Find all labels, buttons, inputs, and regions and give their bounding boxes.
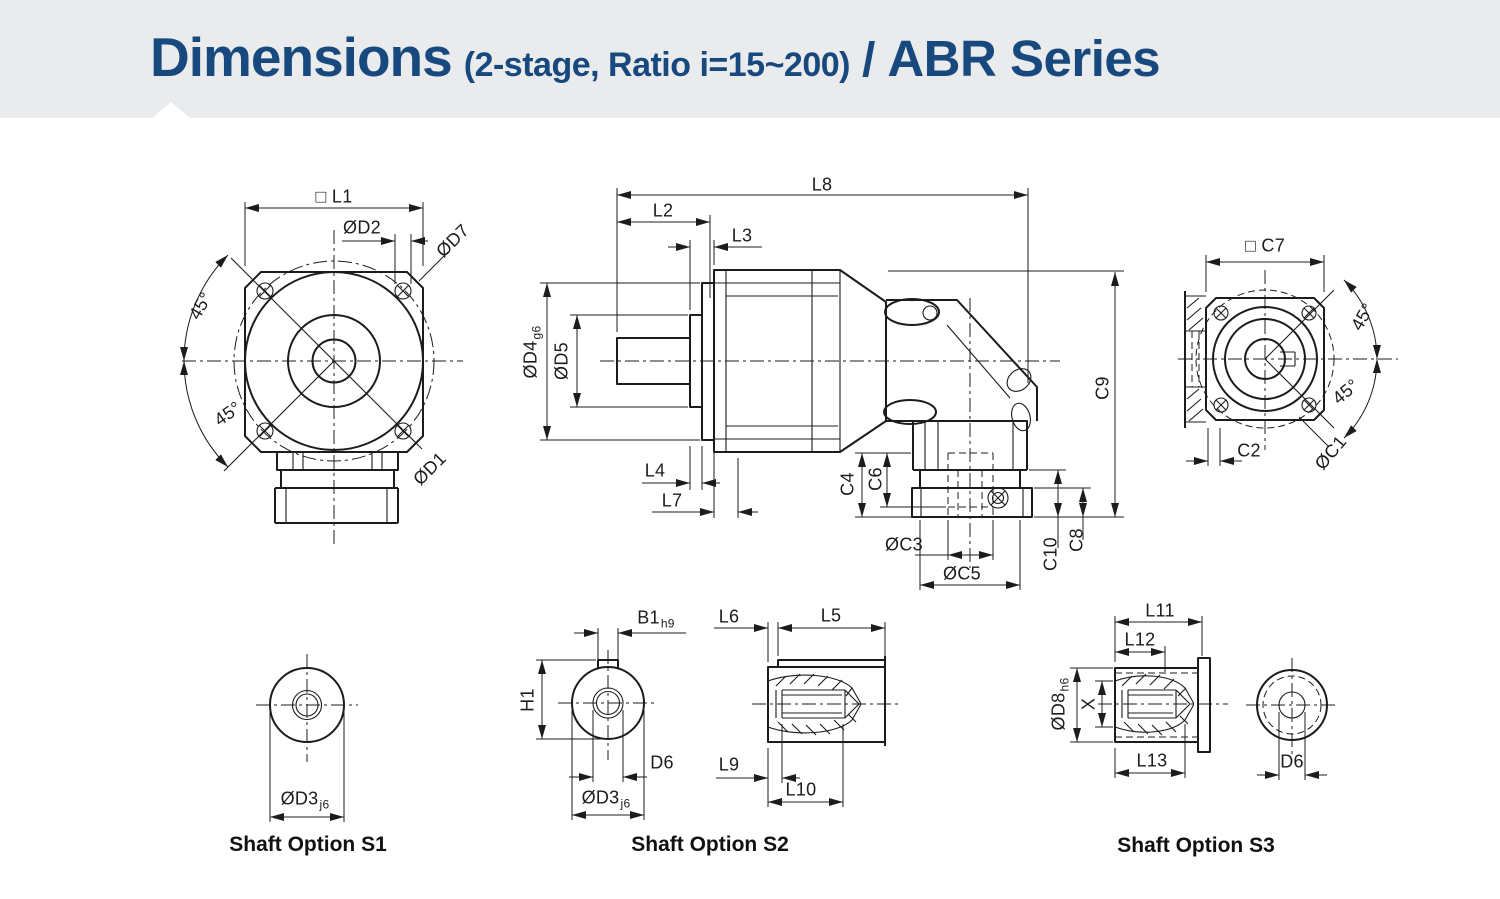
header-band: [0, 0, 1500, 118]
dim-l13: L13: [1136, 750, 1168, 771]
dim-l9: L9: [718, 754, 740, 775]
s3-end-dimensions: [1257, 712, 1327, 780]
rear-bolt-holes: [1213, 305, 1317, 413]
header-notch: [152, 102, 190, 118]
rear-dimensions: [1186, 255, 1381, 466]
caption-shaft-option-s3: Shaft Option S3: [1117, 834, 1275, 857]
dim-d4-sub: g6: [529, 325, 544, 340]
dim-d6-s3: D6: [1280, 751, 1304, 772]
dim-d3-s1-sub: j6: [319, 797, 330, 812]
s2-front-dimensions: [536, 628, 686, 820]
shaft-s2-front-drawing: [536, 628, 686, 820]
dim-d3-s1-main: ØD3: [280, 788, 319, 809]
page-title: Dimensions (2-stage, Ratio i=15~200) / A…: [150, 0, 1161, 118]
s2-side-dimensions: [714, 622, 886, 807]
s1-dimensions: [269, 712, 345, 822]
dim-c8: C8: [1066, 528, 1087, 552]
dim-d3-s2-sub: j6: [620, 796, 631, 811]
dim-l7: L7: [661, 490, 683, 511]
dim-l2: L2: [652, 200, 674, 221]
dim-c10: C10: [1040, 537, 1061, 571]
dim-d8-sub: h6: [1057, 677, 1072, 692]
dim-c2: C2: [1237, 440, 1261, 461]
rear-view-drawing: [1178, 255, 1398, 466]
dim-l8: L8: [811, 174, 833, 195]
title-subtitle: (2-stage, Ratio i=15~200): [463, 46, 851, 84]
dim-l6: L6: [718, 606, 740, 627]
s2-bore-section: [767, 673, 862, 736]
dim-c6: C6: [865, 467, 886, 491]
dim-d3-s1: ØD3j6: [280, 788, 330, 812]
front-dimensions: [180, 202, 449, 468]
dim-l10: L10: [785, 779, 817, 800]
dim-c7: □ C7: [1244, 235, 1286, 256]
side-view-drawing: [540, 188, 1124, 590]
front-bolt-holes: [256, 282, 412, 440]
front-pedestal: [274, 452, 399, 524]
dim-l4: L4: [644, 460, 666, 481]
output-flange: [911, 420, 1033, 518]
side-dimensions: [540, 188, 1124, 590]
dim-l12: L12: [1124, 629, 1156, 650]
side-centerlines: [600, 298, 1060, 568]
dim-d2: ØD2: [343, 217, 381, 238]
dim-b1-sub: h9: [660, 616, 675, 631]
dim-c5: ØC5: [943, 563, 981, 584]
caption-shaft-option-s2: Shaft Option S2: [631, 833, 789, 856]
dim-b1-main: B1: [637, 607, 660, 628]
title-series: ABR Series: [887, 30, 1161, 87]
dim-d8-main: ØD8: [1048, 692, 1069, 731]
title-main: Dimensions: [150, 26, 453, 88]
dim-l1: □ L1: [315, 186, 353, 207]
dim-d4: ØD4g6: [520, 325, 544, 379]
dim-d8: ØD8h6: [1048, 677, 1072, 731]
dim-d3-s2-main: ØD3: [581, 787, 620, 808]
dim-l11: L11: [1145, 600, 1175, 621]
dim-b1: B1h9: [637, 607, 675, 631]
dim-h1: H1: [517, 688, 538, 712]
shaft-s2-side-drawing: [714, 622, 898, 807]
dim-d5: ØD5: [551, 342, 572, 380]
front-centerlines: [182, 230, 463, 547]
caption-shaft-option-s1: Shaft Option S1: [229, 833, 387, 856]
shaft-s1-drawing: [256, 654, 358, 822]
title-separator: /: [862, 34, 876, 87]
dim-d3-s2: ØD3j6: [581, 787, 631, 811]
dim-l5: L5: [820, 605, 842, 626]
s3-side-dimensions: [1070, 616, 1203, 778]
dim-c9: C9: [1092, 376, 1113, 400]
dim-c4: C4: [837, 472, 858, 496]
shaft-s3-end-drawing: [1246, 658, 1338, 780]
dim-d6-s2: D6: [650, 752, 674, 773]
dim-c3: ØC3: [885, 534, 923, 555]
dim-l3: L3: [731, 225, 753, 246]
front-view-drawing: [180, 202, 463, 547]
dim-d4-main: ØD4: [520, 340, 541, 379]
dim-x: X: [1078, 697, 1099, 711]
shaft-s3-side-drawing: [1070, 616, 1228, 778]
